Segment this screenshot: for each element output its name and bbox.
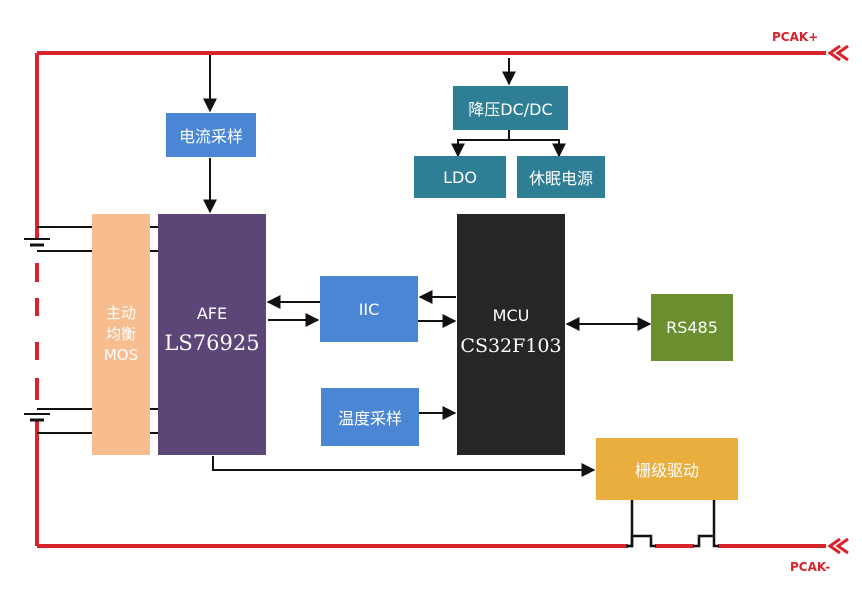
active-balance-mos-block: 主动 均衡 MOS bbox=[92, 214, 150, 455]
pcak-plus-connector-icon bbox=[827, 44, 849, 62]
balance-line-1: 主动 bbox=[105, 304, 136, 322]
pcak-minus-label: PCAK- bbox=[790, 560, 831, 574]
signal-arrows bbox=[203, 55, 652, 477]
gate-drive-label: 栅级驱动 bbox=[634, 461, 699, 480]
balance-line-3: MOS bbox=[103, 346, 139, 364]
battery-cell-bottom bbox=[24, 413, 50, 422]
sleep-power-block: 休眠电源 bbox=[517, 156, 605, 198]
battery-cell-top bbox=[24, 238, 50, 247]
balance-line-2: 均衡 bbox=[105, 325, 136, 343]
rs485-label: RS485 bbox=[666, 318, 718, 337]
pcak-minus-connector-icon bbox=[827, 537, 849, 555]
mcu-title: MCU bbox=[492, 306, 530, 325]
mcu-block: MCU CS32F103 bbox=[457, 214, 565, 455]
afe-chip-label: LS76925 bbox=[164, 331, 260, 355]
afe-block: AFE LS76925 bbox=[158, 214, 266, 455]
positive-rail bbox=[35, 51, 826, 240]
temp-sense-label: 温度采样 bbox=[337, 409, 402, 428]
afe-title: AFE bbox=[196, 304, 228, 323]
rs485-block: RS485 bbox=[651, 294, 733, 361]
iic-block: IIC bbox=[320, 276, 418, 342]
pcak-plus-label: PCAK+ bbox=[772, 30, 819, 44]
current-sense-label: 电流采样 bbox=[178, 127, 243, 146]
iic-label: IIC bbox=[358, 299, 380, 319]
temp-sense-block: 温度采样 bbox=[321, 388, 419, 446]
buck-dcdc-block: 降压DC/DC bbox=[453, 86, 568, 130]
current-sense-block: 电流采样 bbox=[166, 113, 256, 157]
mcu-chip-label: CS32F103 bbox=[460, 335, 562, 357]
ldo-label: LDO bbox=[443, 167, 477, 187]
negative-rail bbox=[35, 420, 826, 548]
discharge-mos-icon bbox=[626, 500, 656, 548]
charge-mos-icon bbox=[693, 500, 719, 548]
sleep-power-label: 休眠电源 bbox=[528, 169, 593, 188]
gate-drive-block: 栅级驱动 bbox=[596, 438, 738, 500]
ldo-block: LDO bbox=[414, 156, 506, 198]
buck-dcdc-label: 降压DC/DC bbox=[468, 100, 553, 119]
